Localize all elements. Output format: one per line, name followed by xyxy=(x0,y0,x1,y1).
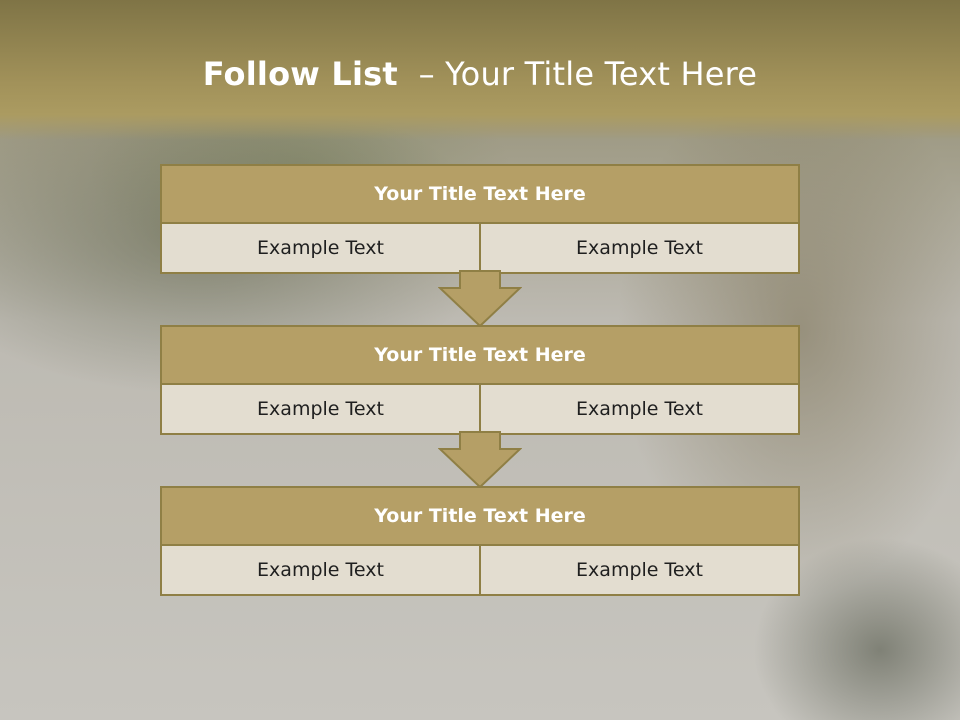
step-block-2: Your Title Text Here Example Text Exampl… xyxy=(160,325,800,435)
step-block-3: Your Title Text Here Example Text Exampl… xyxy=(160,486,800,596)
step-title: Your Title Text Here xyxy=(162,488,798,546)
step-cell-right: Example Text xyxy=(479,385,798,433)
step-cell-left: Example Text xyxy=(257,237,384,259)
step-row: Example Text Example Text xyxy=(162,385,798,433)
page-title-rest: – Your Title Text Here xyxy=(397,55,758,93)
page-title-bold: Follow List xyxy=(202,55,398,93)
arrow-down-icon xyxy=(438,270,522,328)
step-title: Your Title Text Here xyxy=(162,327,798,385)
step-cell-left: Example Text xyxy=(257,398,384,420)
step-cell-right: Example Text xyxy=(479,546,798,594)
title-band xyxy=(0,0,960,140)
step-cell-right: Example Text xyxy=(479,224,798,272)
step-block-1: Your Title Text Here Example Text Exampl… xyxy=(160,164,800,274)
step-title: Your Title Text Here xyxy=(162,166,798,224)
step-row: Example Text Example Text xyxy=(162,224,798,272)
page-title: Follow List – Your Title Text Here xyxy=(0,55,960,93)
step-cell-left: Example Text xyxy=(257,559,384,581)
step-row: Example Text Example Text xyxy=(162,546,798,594)
arrow-down-icon xyxy=(438,431,522,489)
